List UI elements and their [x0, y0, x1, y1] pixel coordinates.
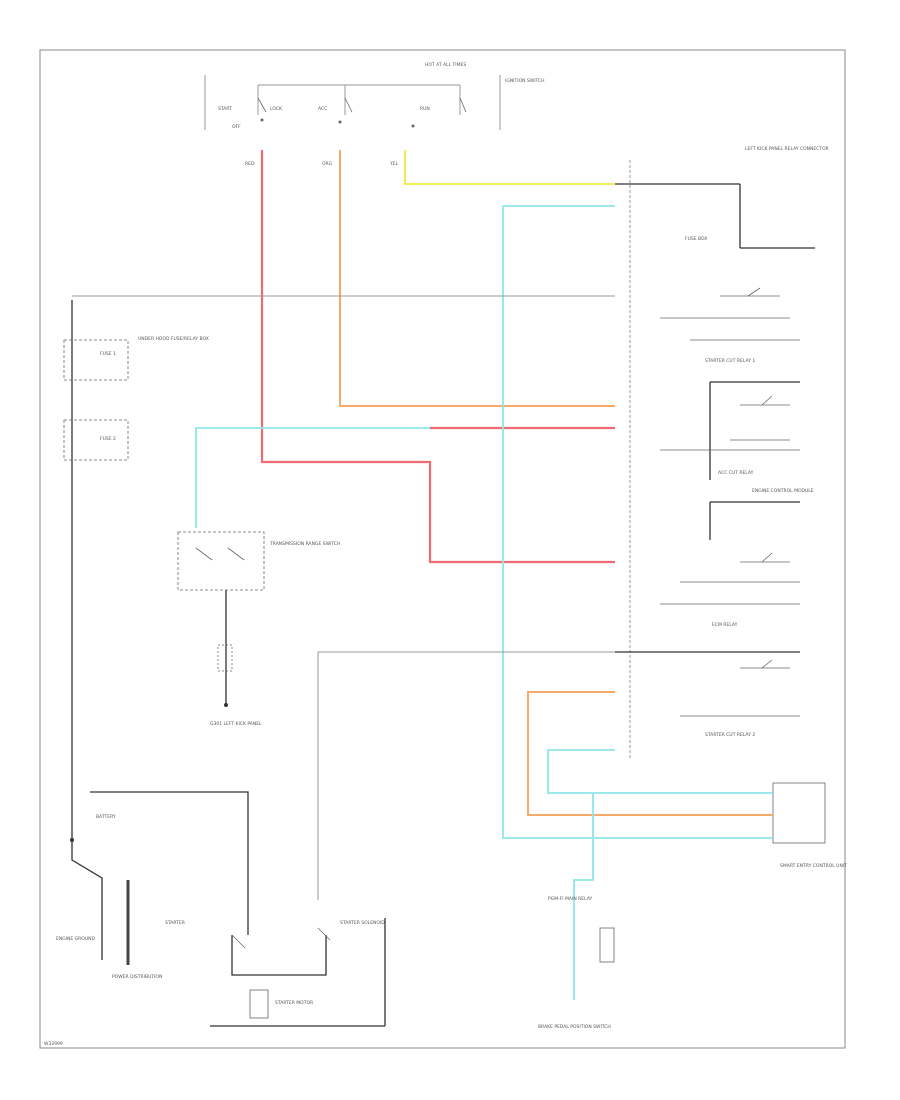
- starter-block: STARTER STARTER SOLENOID STARTER MOTOR: [165, 918, 386, 1027]
- acc-label: ACC: [318, 106, 327, 112]
- fuse-box-label: FUSE BOX: [685, 236, 707, 242]
- lock-label: LOCK: [270, 106, 283, 112]
- off-label: OFF: [232, 124, 241, 130]
- fuse-box-block: LEFT KICK PANEL RELAY CONNECTOR FUSE BOX…: [615, 146, 847, 869]
- ground-engine-label: ENGINE GROUND: [56, 936, 95, 942]
- ignition-switch-label: IGNITION SWITCH: [505, 78, 545, 84]
- hot-at-all-times-label: HOT AT ALL TIMES: [425, 62, 466, 68]
- starter-label: STARTER: [165, 920, 185, 926]
- pgm-fi-label: PGM-FI MAIN RELAY: [548, 896, 592, 902]
- cyan-wire-smart: [547, 749, 773, 794]
- starter-motor-label: STARTER MOTOR: [275, 1000, 313, 1006]
- yellow-wire-label: YEL: [389, 161, 399, 167]
- brake-switch-label: BRAKE PEDAL POSITION SWITCH: [538, 1024, 611, 1030]
- figure-id: W32999: [44, 1041, 63, 1047]
- red-wire-label: RED: [245, 161, 255, 167]
- fuse-1-label: FUSE 1: [100, 351, 116, 357]
- start-label: START: [218, 106, 232, 112]
- cyan-wire-main: [502, 205, 773, 839]
- ecm-relay-label: ECM RELAY: [712, 622, 738, 628]
- fuse-2-label: FUSE 2: [100, 436, 116, 442]
- starter-cut-relay-2-label: STARTER CUT RELAY 2: [705, 732, 755, 738]
- under-hood-fuse-box: UNDER HOOD FUSE/RELAY BOX FUSE 1 FUSE 2: [63, 336, 209, 461]
- orange-wire-lower: [527, 691, 773, 816]
- red-wire: [260, 150, 615, 564]
- cyan-wire-ecm: [195, 427, 430, 528]
- starter-solenoid-label: STARTER SOLENOID: [340, 920, 385, 926]
- acc-cut-relay-label: ACC CUT RELAY: [718, 470, 754, 476]
- gray-wire-fuse: [317, 651, 615, 900]
- orange-wire: [339, 150, 615, 407]
- power-distribution-label: POWER DISTRIBUTION: [112, 974, 162, 980]
- brake-switch: PGM-FI MAIN RELAY BRAKE PEDAL POSITION S…: [538, 896, 615, 1030]
- ground-left-kick-label: G301 LEFT KICK PANEL: [210, 721, 262, 727]
- diagram-frame: [39, 49, 846, 1049]
- ignition-switch: HOT AT ALL TIMES IGNITION SWITCH START L…: [204, 62, 545, 130]
- starter-feed-wire: [71, 800, 103, 960]
- orange-wire-label: ORG: [322, 161, 333, 167]
- run-label: RUN: [420, 106, 430, 112]
- yellow-wire: [404, 150, 615, 185]
- under-hood-label: UNDER HOOD FUSE/RELAY BOX: [138, 336, 209, 342]
- left-kick-panel-label: LEFT KICK PANEL RELAY CONNECTOR: [745, 146, 829, 152]
- tr-switch: TRANSMISSION RANGE SWITCH: [177, 531, 340, 591]
- engine-control-module-label: ENGINE CONTROL MODULE: [752, 488, 814, 494]
- battery-label: BATTERY: [96, 814, 116, 820]
- battery-symbol: BATTERY: [70, 814, 116, 842]
- tr-switch-label: TRANSMISSION RANGE SWITCH: [269, 541, 340, 547]
- smart-entry-label: SMART ENTRY CONTROL UNIT: [780, 863, 847, 869]
- battery-ground-wire: [90, 791, 249, 935]
- cyan-wire-brake: [573, 793, 594, 1000]
- ground-left-kick: G301 LEFT KICK PANEL: [210, 644, 262, 727]
- starter-cut-relay-1-label: STARTER CUT RELAY 1: [705, 358, 755, 364]
